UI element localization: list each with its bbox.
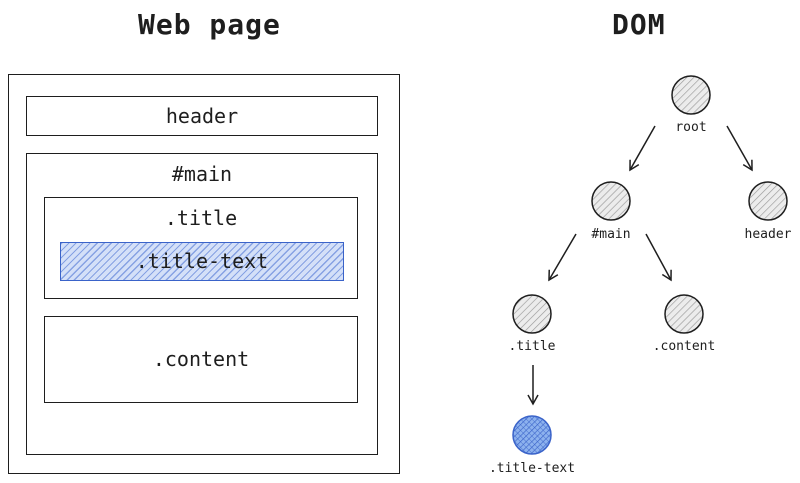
title-text-box-label: .title-text — [135, 249, 269, 273]
title-box: .title — [44, 197, 358, 299]
node-title-text — [512, 415, 552, 455]
node-root — [671, 75, 711, 115]
main-box: #main — [26, 153, 378, 455]
content-box: .content — [44, 316, 358, 403]
node-title — [512, 294, 552, 334]
node-title-text-label: .title-text — [489, 461, 575, 476]
web-page-heading: Web page — [138, 8, 281, 41]
node-root-label: root — [675, 120, 706, 135]
web-page-outer-frame — [8, 74, 400, 474]
edge-main-title — [548, 233, 577, 282]
edge-root-main — [629, 125, 656, 172]
title-box-label: .title — [164, 206, 238, 230]
node-header — [748, 181, 788, 221]
main-box-label: #main — [171, 162, 233, 186]
content-box-label: .content — [152, 347, 250, 371]
edge-root-header — [726, 125, 753, 172]
node-main — [591, 181, 631, 221]
node-content-label: .content — [653, 339, 716, 354]
header-box-label: header — [165, 104, 239, 128]
node-header-label: header — [745, 227, 792, 242]
node-content — [664, 294, 704, 334]
node-main-label: #main — [591, 227, 630, 242]
title-text-box: .title-text — [60, 242, 344, 281]
header-box: header — [26, 96, 378, 136]
node-title-label: .title — [509, 339, 556, 354]
dom-heading: DOM — [612, 8, 666, 41]
edge-main-content — [645, 233, 672, 282]
